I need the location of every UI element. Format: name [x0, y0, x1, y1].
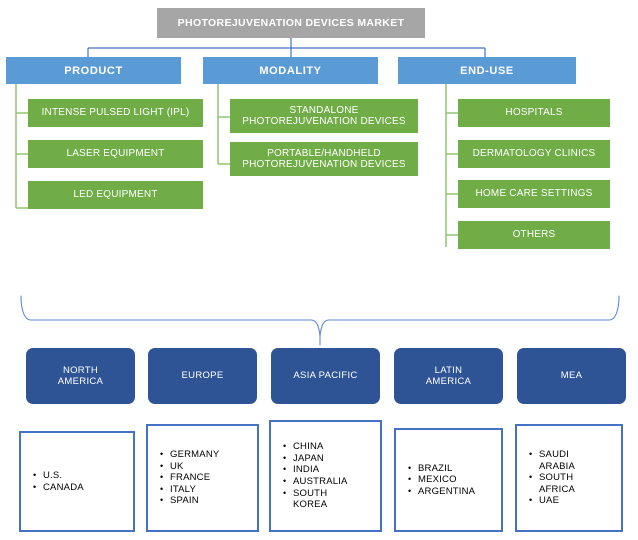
- leaf-box-portable-handheld-devices[interactable]: PORTABLE/HANDHELD PHOTOREJUVENATION DEVI…: [230, 142, 418, 176]
- leaf-label-led-equipment: LED EQUIPMENT: [73, 189, 158, 201]
- region-box-north-america[interactable]: NORTH AMERICA: [26, 348, 135, 404]
- region-box-asia-pacific[interactable]: ASIA PACIFIC: [271, 348, 380, 404]
- country-list-europe: GERMANYUKFRANCEITALYSPAIN: [146, 424, 259, 532]
- leaf-box-standalone-devices[interactable]: STANDALONE PHOTOREJUVENATION DEVICES: [230, 99, 418, 133]
- country-item: JAPAN: [283, 453, 348, 465]
- country-item: ITALY: [160, 484, 219, 496]
- region-label-europe: EUROPE: [181, 370, 224, 382]
- leaf-box-ipl[interactable]: INTENSE PULSED LIGHT (IPL): [28, 99, 203, 127]
- root-title-text: PHOTOREJUVENATION DEVICES MARKET: [177, 16, 405, 29]
- country-item: CHINA: [283, 441, 348, 453]
- leaf-label-ipl: INTENSE PULSED LIGHT (IPL): [41, 107, 190, 119]
- country-items-north-america: U.S.CANADA: [21, 470, 84, 493]
- leaf-label-dermatology-clinics: DERMATOLOGY CLINICS: [472, 148, 596, 160]
- category-label-modality: MODALITY: [259, 64, 322, 77]
- country-item: U.S.: [33, 470, 84, 482]
- region-label-north-america: NORTH AMERICA: [57, 364, 104, 388]
- leaf-box-led-equipment[interactable]: LED EQUIPMENT: [28, 181, 203, 209]
- region-label-asia-pacific: ASIA PACIFIC: [293, 370, 358, 382]
- leaf-label-home-care-settings: HOME CARE SETTINGS: [475, 188, 593, 200]
- leaf-box-hospitals[interactable]: HOSPITALS: [458, 99, 610, 127]
- country-item: MEXICO: [408, 474, 475, 486]
- country-list-mea: SAUDI ARABIASOUTH AFRICAUAE: [515, 424, 623, 532]
- country-item: SPAIN: [160, 495, 219, 507]
- country-item: SOUTH KOREA: [283, 488, 348, 511]
- leaf-label-hospitals: HOSPITALS: [505, 107, 563, 119]
- leaf-box-home-care-settings[interactable]: HOME CARE SETTINGS: [458, 180, 610, 208]
- country-item: SAUDI ARABIA: [529, 449, 575, 472]
- leaf-label-portable-handheld-devices: PORTABLE/HANDHELD PHOTOREJUVENATION DEVI…: [242, 147, 406, 171]
- leaf-box-others[interactable]: OTHERS: [458, 221, 610, 249]
- country-items-mea: SAUDI ARABIASOUTH AFRICAUAE: [517, 449, 575, 507]
- region-box-europe[interactable]: EUROPE: [148, 348, 257, 404]
- category-header-end-use[interactable]: END-USE: [398, 57, 576, 84]
- leaf-label-others: OTHERS: [512, 229, 556, 241]
- country-items-europe: GERMANYUKFRANCEITALYSPAIN: [148, 449, 219, 507]
- category-label-end-use: END-USE: [460, 64, 514, 77]
- country-item: ARGENTINA: [408, 486, 475, 498]
- leaf-box-dermatology-clinics[interactable]: DERMATOLOGY CLINICS: [458, 140, 610, 168]
- country-item: INDIA: [283, 464, 348, 476]
- region-label-latin-america: LATIN AMERICA: [425, 364, 472, 388]
- category-header-modality[interactable]: MODALITY: [203, 57, 378, 84]
- region-label-mea: MEA: [560, 370, 583, 382]
- country-list-north-america: U.S.CANADA: [19, 431, 135, 532]
- country-item: FRANCE: [160, 472, 219, 484]
- country-item: GERMANY: [160, 449, 219, 461]
- country-item: AUSTRALIA: [283, 476, 348, 488]
- country-item: UAE: [529, 495, 575, 507]
- root-title-box: PHOTOREJUVENATION DEVICES MARKET: [157, 8, 425, 38]
- country-items-asia-pacific: CHINAJAPANINDIAAUSTRALIASOUTH KOREA: [271, 441, 348, 511]
- region-box-latin-america[interactable]: LATIN AMERICA: [394, 348, 503, 404]
- leaf-label-standalone-devices: STANDALONE PHOTOREJUVENATION DEVICES: [242, 104, 406, 128]
- country-item: SOUTH AFRICA: [529, 472, 575, 495]
- country-list-asia-pacific: CHINAJAPANINDIAAUSTRALIASOUTH KOREA: [269, 420, 382, 532]
- category-label-product: PRODUCT: [64, 64, 123, 77]
- country-item: BRAZIL: [408, 463, 475, 475]
- country-items-latin-america: BRAZILMEXICOARGENTINA: [396, 463, 475, 498]
- country-item: UK: [160, 461, 219, 473]
- category-header-product[interactable]: PRODUCT: [6, 57, 181, 84]
- leaf-box-laser-equipment[interactable]: LASER EQUIPMENT: [28, 140, 203, 168]
- country-item: CANADA: [33, 482, 84, 494]
- region-box-mea[interactable]: MEA: [517, 348, 626, 404]
- leaf-label-laser-equipment: LASER EQUIPMENT: [66, 148, 165, 160]
- country-list-latin-america: BRAZILMEXICOARGENTINA: [394, 428, 503, 532]
